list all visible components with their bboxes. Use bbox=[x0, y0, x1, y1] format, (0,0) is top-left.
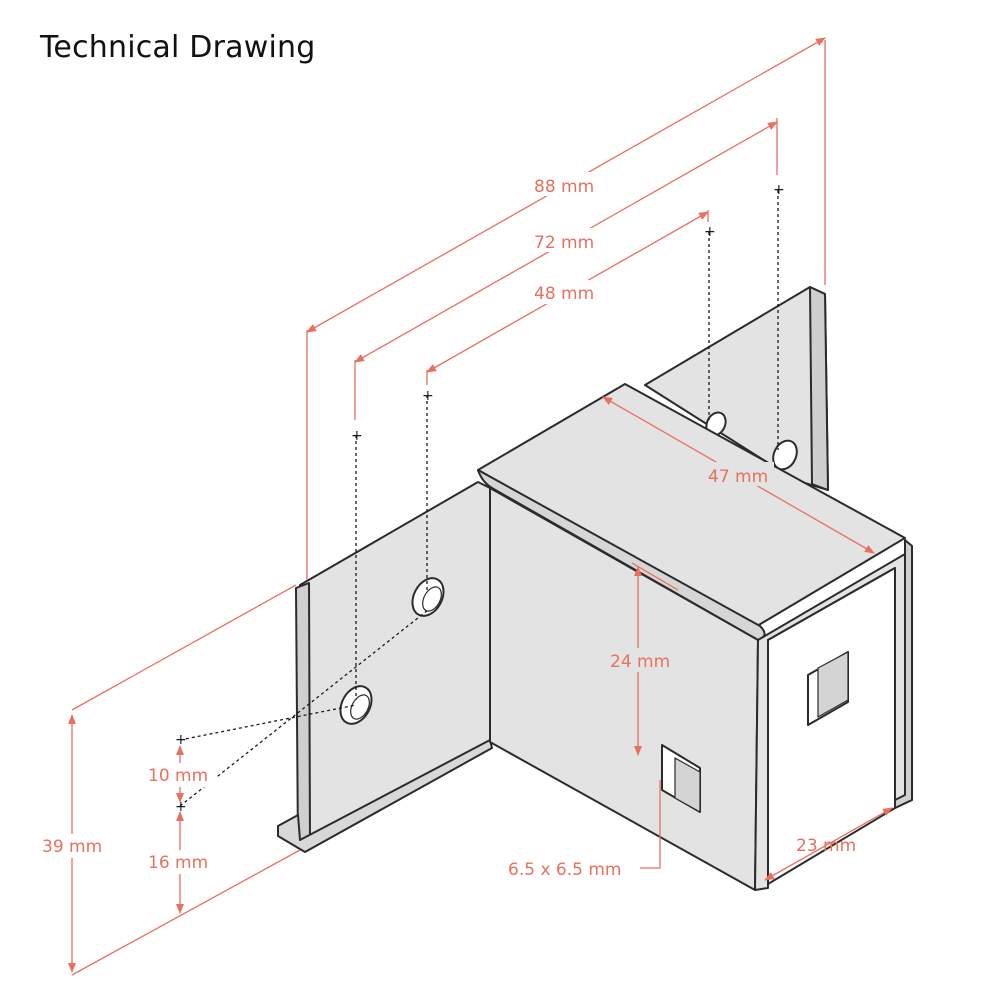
back-flange-edge bbox=[809, 286, 829, 491]
ext-line-39-top bbox=[71, 584, 297, 711]
label-square-hole: 6.5 x 6.5 mm bbox=[508, 860, 621, 880]
label-88mm: 88 mm bbox=[534, 177, 594, 197]
channel-wall-edge bbox=[894, 539, 913, 809]
center-mark: + bbox=[175, 732, 187, 748]
ext-line-24-top bbox=[631, 562, 679, 591]
bottom-lip bbox=[277, 739, 493, 853]
page-title: Technical Drawing bbox=[40, 30, 316, 65]
square-hole-side-inner bbox=[817, 651, 849, 718]
label-72mm: 72 mm bbox=[534, 233, 594, 253]
center-mark: + bbox=[351, 428, 363, 444]
hidden-line-horizontal-lower bbox=[179, 609, 429, 807]
left-flange-edge bbox=[295, 582, 311, 849]
center-mark: + bbox=[773, 182, 785, 198]
left-hole-lower-inner bbox=[350, 694, 370, 720]
bracket-part bbox=[277, 286, 913, 891]
dimension-labels: 88 mm 72 mm 48 mm 47 mm 24 mm 6.5 x 6.5 … bbox=[40, 172, 856, 880]
center-mark: + bbox=[704, 224, 716, 240]
center-mark: + bbox=[175, 799, 187, 815]
left-hole-upper-inner bbox=[422, 586, 442, 612]
square-hole-front-inner bbox=[674, 757, 701, 813]
label-16mm: 16 mm bbox=[148, 853, 208, 873]
left-hole-lower bbox=[339, 685, 373, 725]
label-47mm: 47 mm bbox=[708, 467, 768, 487]
label-39mm: 39 mm bbox=[42, 837, 102, 857]
left-hole-upper bbox=[411, 577, 445, 617]
leader-6-5 bbox=[640, 780, 661, 869]
ext-line-39-bottom bbox=[71, 849, 301, 976]
label-24mm: 24 mm bbox=[610, 652, 670, 672]
dim-line-23 bbox=[764, 807, 893, 881]
label-23mm: 23 mm bbox=[796, 836, 856, 856]
center-mark: + bbox=[422, 388, 434, 404]
label-48mm: 48 mm bbox=[534, 284, 594, 304]
label-10mm: 10 mm bbox=[148, 766, 208, 786]
